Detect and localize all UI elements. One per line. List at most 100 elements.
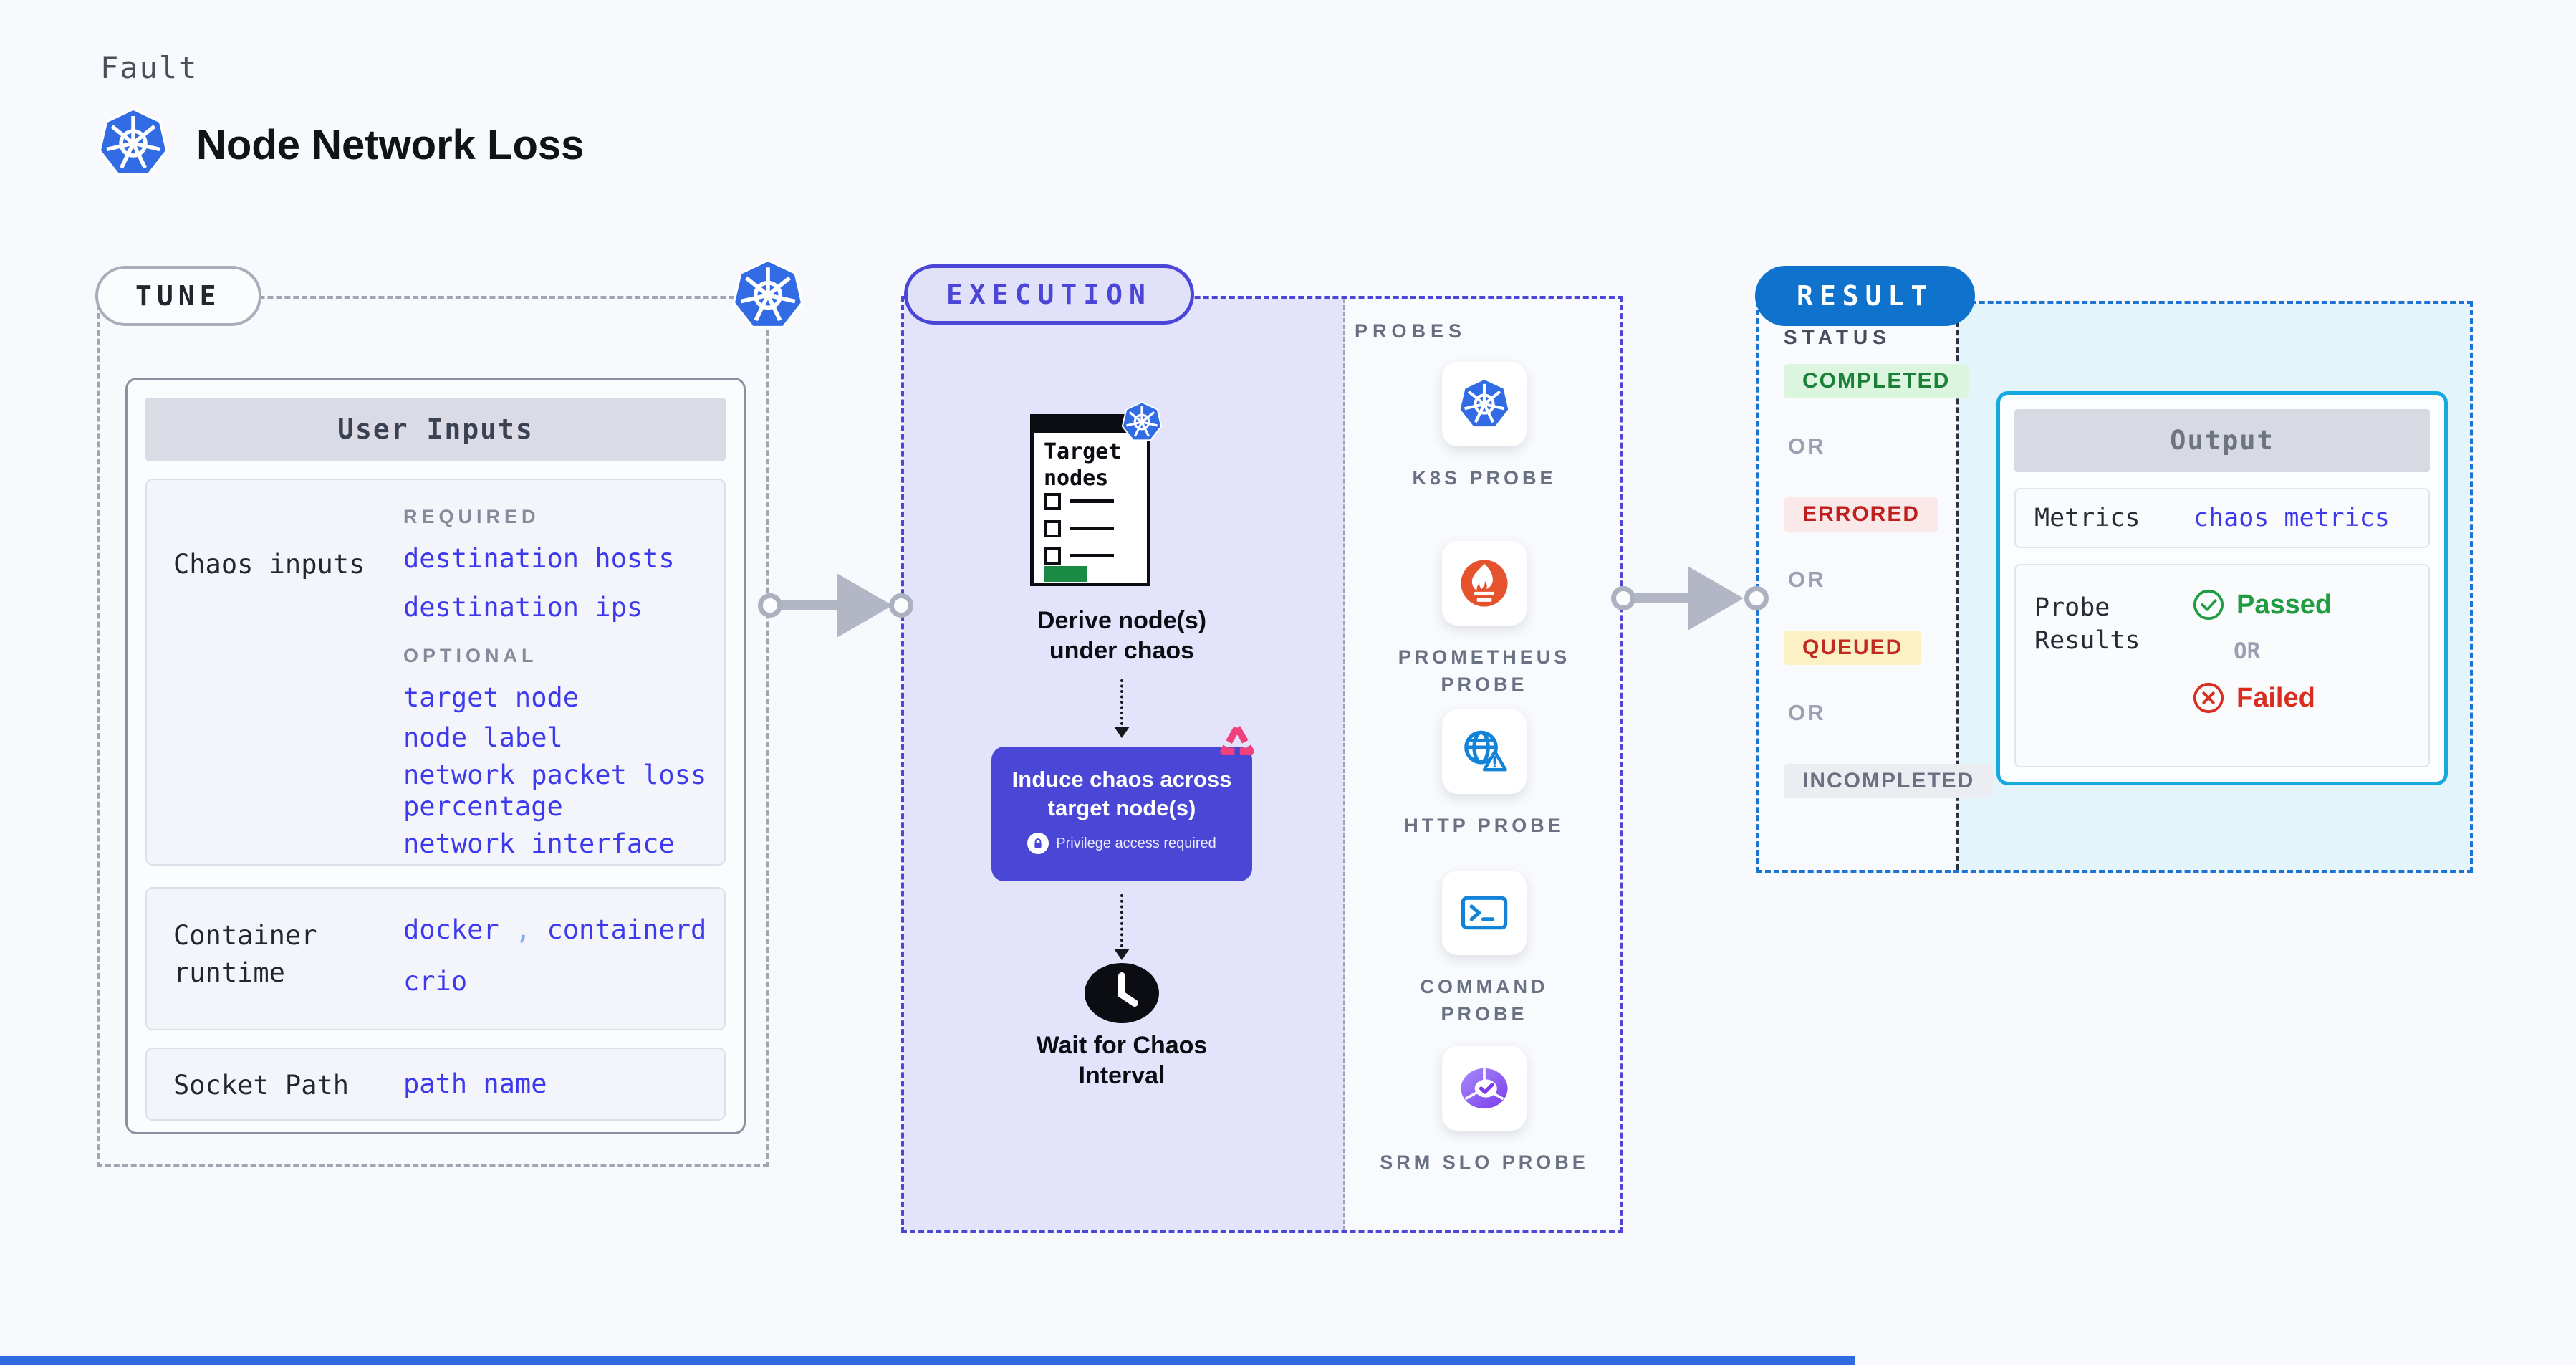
kubernetes-icon	[1121, 401, 1163, 443]
wait-step-label: Wait for Chaos Interval	[1036, 1032, 1208, 1089]
separator: ,	[514, 914, 532, 945]
result-divider	[1956, 304, 1959, 870]
fault-kicker: Fault	[100, 50, 198, 85]
probe-results-label: Probe Results	[2034, 593, 2140, 655]
probes-divider	[1343, 299, 1345, 1230]
failed-label: Failed	[2236, 682, 2315, 713]
kubernetes-icon	[731, 259, 804, 332]
socket-path-value[interactable]: path name	[403, 1068, 547, 1099]
flow-arrow-head	[1688, 566, 1744, 631]
flow-arrow	[1635, 593, 1689, 603]
input-link[interactable]: target node	[403, 682, 580, 713]
target-nodes-title: Target nodes	[1044, 439, 1122, 491]
page-title: Node Network Loss	[196, 122, 585, 168]
probe-label: PROMETHEUS PROBE	[1398, 646, 1571, 695]
result-pill: RESULT	[1755, 266, 1976, 326]
line-decoration	[1070, 499, 1114, 503]
user-inputs-card: User Inputs Chaos inputs REQUIRED destin…	[125, 378, 746, 1134]
metrics-label: Metrics	[2034, 504, 2140, 532]
metrics-value-link[interactable]: chaos metrics	[2193, 504, 2390, 532]
probe-results-row: Probe Results Passed OR Failed	[2014, 564, 2430, 767]
status-badge: COMPLETED	[1784, 364, 1969, 398]
socket-path-row: Socket Path path name	[145, 1048, 726, 1121]
output-box: Output Metrics chaos metrics Probe Resul…	[1996, 391, 2448, 785]
flow-arrow-head	[837, 573, 893, 638]
globe-warning-icon	[1464, 730, 1507, 772]
container-runtime-label: Container runtime	[173, 920, 317, 988]
http-probe-card[interactable]	[1442, 709, 1527, 794]
green-bar-decoration	[1044, 566, 1087, 582]
runtime-value[interactable]: docker	[403, 914, 499, 945]
runtime-values: docker , containerd	[403, 914, 719, 946]
metrics-row: Metrics chaos metrics	[2014, 488, 2430, 548]
slo-donut-check-icon	[1461, 1067, 1508, 1109]
lock-icon	[1027, 833, 1049, 854]
dotted-arrow-head	[1114, 949, 1130, 960]
k8s-probe-card[interactable]	[1442, 362, 1527, 446]
probe-label: HTTP PROBE	[1404, 815, 1565, 836]
input-link[interactable]: destination hosts	[403, 543, 675, 574]
status-badge: INCOMPLETED	[1784, 764, 1994, 798]
privilege-note-text: Privilege access required	[1056, 835, 1216, 851]
checkbox-icon	[1044, 547, 1061, 565]
probe-label: K8S PROBE	[1412, 467, 1557, 489]
connector-dot	[1744, 586, 1769, 610]
required-heading: REQUIRED	[403, 506, 540, 527]
flow-arrow	[781, 600, 838, 610]
command-probe-card[interactable]	[1442, 871, 1527, 955]
status-badge: ERRORED	[1784, 497, 1939, 532]
prometheus-icon	[1461, 560, 1508, 607]
failed-line: Failed	[2192, 681, 2428, 714]
container-runtime-row: Container runtime docker , containerd cr…	[145, 887, 726, 1030]
runtime-value[interactable]: containerd	[547, 914, 707, 945]
or-label: OR	[1788, 567, 1826, 592]
line-decoration	[1070, 554, 1114, 557]
check-circle-icon	[2193, 589, 2224, 621]
runtime-value[interactable]: crio	[403, 966, 468, 997]
induce-chaos-step: Induce chaos across target node(s) Privi…	[991, 747, 1252, 881]
chaos-inputs-label: Chaos inputs	[173, 549, 365, 580]
bottom-accent-bar	[0, 1356, 1855, 1365]
induce-chaos-label: Induce chaos across target node(s)	[1011, 767, 1232, 820]
passed-line: Passed	[2192, 588, 2428, 621]
input-link[interactable]: network packet loss percentage	[403, 760, 707, 822]
probe-label: COMMAND PROBE	[1420, 976, 1549, 1025]
kubernetes-icon	[1458, 378, 1511, 431]
target-nodes-illustration: Target nodes	[1030, 414, 1150, 586]
optional-heading: OPTIONAL	[403, 645, 538, 666]
x-circle-icon	[2193, 682, 2224, 714]
probe-label: SRM SLO PROBE	[1380, 1151, 1589, 1173]
output-header: Output	[2014, 409, 2430, 472]
or-label: OR	[1788, 700, 1826, 725]
terminal-icon	[1461, 896, 1508, 930]
connector-dot	[1611, 586, 1635, 610]
prometheus-probe-card[interactable]	[1442, 541, 1527, 626]
input-link[interactable]: destination ips	[403, 592, 643, 623]
derive-step-label: Derive node(s) under chaos	[1037, 607, 1207, 664]
socket-path-label: Socket Path	[173, 1070, 350, 1101]
probe-results-values: Passed OR Failed	[2192, 588, 2428, 714]
execution-pill: EXECUTION	[904, 264, 1194, 325]
chaos-inputs-row: Chaos inputs REQUIRED destination hosts …	[145, 479, 726, 866]
checkbox-icon	[1044, 493, 1061, 510]
or-label: OR	[2234, 638, 2261, 664]
dotted-arrow	[1120, 679, 1123, 725]
litmus-chaos-icon	[1220, 724, 1254, 755]
privilege-note: Privilege access required	[991, 833, 1252, 854]
dotted-arrow-head	[1114, 727, 1130, 738]
tune-pill: TUNE	[95, 266, 261, 326]
or-label: OR	[1788, 434, 1826, 459]
srm-slo-probe-card[interactable]	[1442, 1046, 1527, 1131]
kubernetes-icon	[97, 107, 169, 179]
input-link[interactable]: network interface	[403, 828, 675, 859]
checkbox-icon	[1044, 520, 1061, 537]
input-link[interactable]: node label	[403, 722, 563, 753]
tune-panel	[97, 296, 769, 1167]
dotted-arrow	[1120, 894, 1123, 947]
line-decoration	[1070, 527, 1114, 530]
status-heading: STATUS	[1784, 326, 1891, 348]
user-inputs-header: User Inputs	[145, 398, 726, 461]
connector-dot	[889, 593, 913, 618]
passed-label: Passed	[2236, 589, 2332, 620]
